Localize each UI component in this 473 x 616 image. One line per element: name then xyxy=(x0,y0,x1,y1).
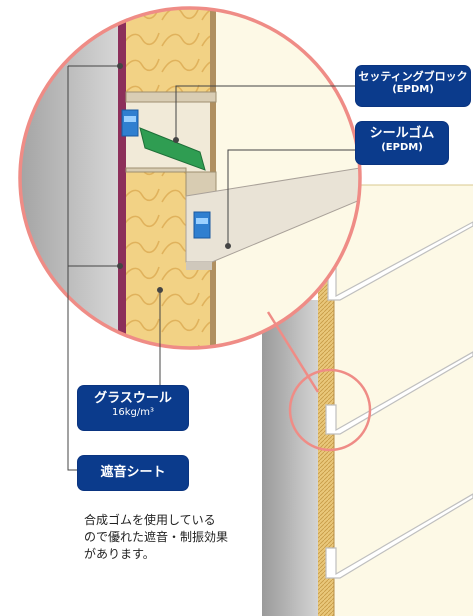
callout-ring xyxy=(18,6,362,350)
glass-wool-label: グラスウール 16kg/m³ xyxy=(78,386,188,430)
callout-target-ring xyxy=(288,368,372,452)
detail-callout xyxy=(18,6,372,452)
sound-sheet-label-name: 遮音シート xyxy=(100,465,166,480)
setting-block-label: セッティングブロック (EPDM) xyxy=(356,66,470,106)
callout-connector xyxy=(266,311,320,393)
description-line: ので優れた遮音・制振効果 xyxy=(84,530,229,544)
seal-rubber-label: シールゴム (EPDM) xyxy=(356,122,448,164)
seal-rubber-label-material: (EPDM) xyxy=(381,141,423,153)
setting-block-label-name: セッティングブロック xyxy=(358,70,468,83)
glass-wool-label-density: 16kg/m³ xyxy=(112,406,154,418)
panel-joints xyxy=(325,221,473,579)
sound-sheet-description: 合成ゴムを使用している ので優れた遮音・制振効果 があります。 xyxy=(84,512,254,563)
description-line: があります。 xyxy=(84,547,155,561)
setting-block-label-material: (EPDM) xyxy=(392,83,434,95)
sound-sheet-label: 遮音シート xyxy=(78,456,188,490)
seal-rubber-label-name: シールゴム xyxy=(369,126,435,141)
glass-wool-label-name: グラスウール xyxy=(94,391,172,406)
description-line: 合成ゴムを使用している xyxy=(84,513,216,527)
